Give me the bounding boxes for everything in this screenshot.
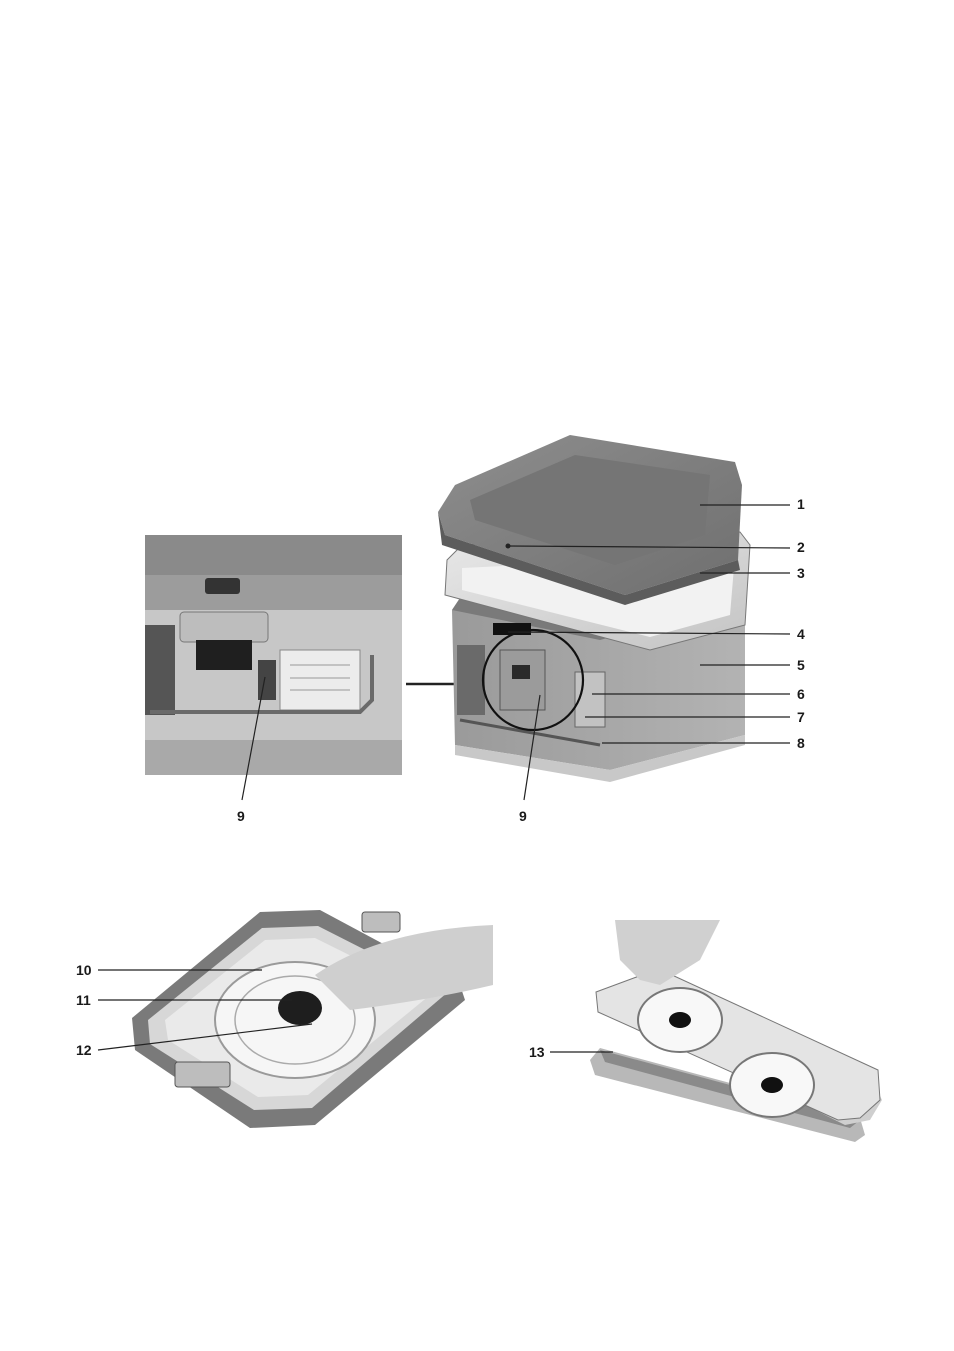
callout-12: 12: [76, 1042, 92, 1058]
callout-7: 7: [797, 709, 805, 725]
hands-illustration: [615, 920, 720, 985]
callout-5: 5: [797, 657, 805, 673]
callout-6: 6: [797, 686, 805, 702]
detail-inset: [145, 535, 402, 775]
container-main: [438, 435, 750, 782]
callout-10: 10: [76, 962, 92, 978]
callout-2: 2: [797, 539, 805, 555]
callout-3: 3: [797, 565, 805, 581]
lid-tilted: [590, 920, 882, 1142]
callout-11: 11: [76, 992, 91, 1008]
callout-9-detail: 9: [237, 808, 245, 824]
callout-4: 4: [797, 626, 805, 642]
callout-8: 8: [797, 735, 805, 751]
callout-1: 1: [797, 496, 805, 512]
lid-underside: [132, 910, 493, 1128]
callout-9-main: 9: [519, 808, 527, 824]
callout-13: 13: [529, 1044, 545, 1060]
